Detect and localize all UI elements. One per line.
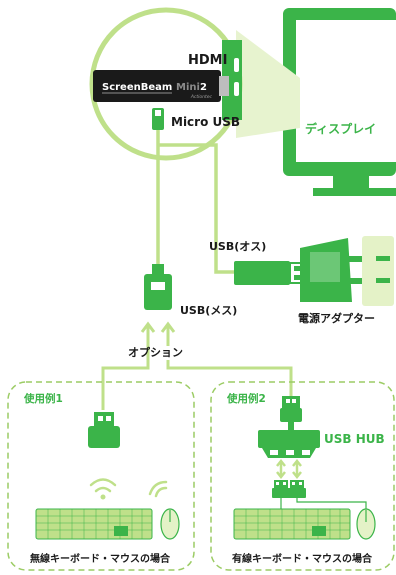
label-example2: 使用例2 xyxy=(226,392,266,405)
label-usb-male: USB(オス) xyxy=(209,240,266,253)
label-display: ディスプレイ xyxy=(305,121,376,136)
wired-usb-plugs xyxy=(272,480,306,498)
label-power-adapter: 電源アダプター xyxy=(298,311,375,325)
label-hdmi: HDMI xyxy=(188,53,227,68)
hub-usb-plug xyxy=(280,396,302,430)
display-monitor xyxy=(283,8,396,196)
label-micro-usb: Micro USB xyxy=(171,115,240,129)
wired-cables xyxy=(280,498,367,510)
option-arrows xyxy=(101,321,293,410)
device-version: 2 xyxy=(200,82,207,93)
hdmi-port-bottom xyxy=(234,82,239,96)
label-wired-caption: 有線キーボード・マウスの場合 xyxy=(232,552,373,565)
device-tagline: Actiontec xyxy=(190,94,213,100)
label-usb-female: USB(メス) xyxy=(180,304,237,317)
keyboard-icon xyxy=(35,508,153,540)
usb-male-plug xyxy=(234,261,305,285)
mouse-icon-wired xyxy=(356,508,376,540)
usb-hub-icon xyxy=(258,430,320,458)
label-option: オプション xyxy=(128,345,183,359)
label-usb-hub: USB HUB xyxy=(324,432,385,446)
wifi-icon-dot xyxy=(100,494,106,500)
zoom-beam xyxy=(236,30,300,138)
hdmi-port-top xyxy=(234,58,239,72)
screenbeam-dongle: ScreenBeam Mini 2 Actiontec xyxy=(93,70,229,102)
usb-cable xyxy=(156,130,246,274)
example2-box xyxy=(210,381,395,571)
hub-arrows xyxy=(276,458,302,480)
wifi-icon xyxy=(89,478,117,493)
label-wireless-caption: 無線キーボード・マウスの場合 xyxy=(30,552,171,565)
mouse-icon xyxy=(160,508,180,540)
device-model: Mini xyxy=(176,82,200,93)
example1-box xyxy=(7,381,195,571)
wireless-usb-dongle xyxy=(88,412,120,448)
wall-outlet xyxy=(362,236,394,306)
keyboard-icon-wired xyxy=(233,508,351,540)
device-brand: ScreenBeam xyxy=(102,82,172,93)
label-example1: 使用例1 xyxy=(23,392,63,405)
power-adapter xyxy=(300,238,362,302)
usb-female-connector xyxy=(144,264,172,310)
wifi-icon-mouse xyxy=(148,480,168,498)
